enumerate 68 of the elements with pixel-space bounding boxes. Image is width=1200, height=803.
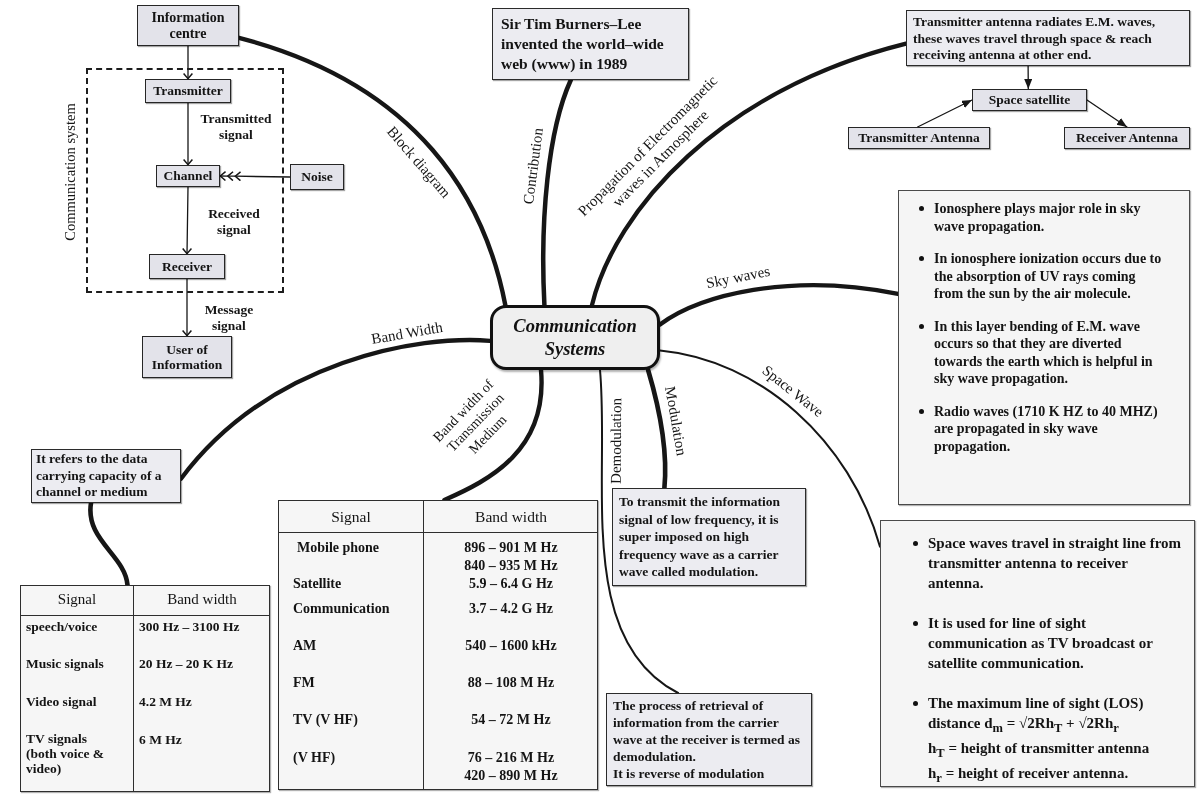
- bandwidth-value: 4.2 M Hz: [139, 693, 193, 710]
- data-table: [20, 585, 270, 792]
- bandwidth-value: 54 – 72 M Hz: [470, 711, 552, 728]
- process-box: Channel: [156, 165, 220, 187]
- column-header: Band width: [474, 508, 548, 525]
- column-header: Signal: [56, 591, 98, 608]
- bandwidth-value: 88 – 108 M Hz: [466, 674, 556, 691]
- process-box: Transmitter Antenna: [848, 127, 990, 149]
- bullet-text: In this layer bending of E.M. wave occurs so that they are diverted towards the earth which is helpful in sky wave propagation.: [934, 317, 1154, 388]
- bandwidth-value: 420 – 890 M Hz: [463, 767, 559, 784]
- bandwidth-value: 540 – 1600 kHz: [464, 637, 558, 654]
- bandwidth-value: 840 – 935 M Hz: [463, 557, 559, 574]
- arrow: [181, 186, 193, 255]
- bandwidth-value: 20 Hz – 20 K Hz: [139, 655, 235, 672]
- arrow: [916, 99, 973, 128]
- process-box: Information centre: [137, 5, 239, 46]
- box-text: The process of retrieval of information from the carrier wave at the receiver is termed as demodulation.: [613, 697, 801, 765]
- bandwidth-value: 896 – 901 M Hz: [463, 539, 559, 556]
- process-box: Noise: [290, 164, 344, 190]
- arrow: [182, 102, 194, 166]
- arrow: [181, 278, 193, 337]
- branch-curve: [659, 349, 881, 548]
- arrow: [182, 45, 194, 80]
- signal-name: FM: [293, 674, 316, 691]
- bandwidth-value: 6 M Hz: [139, 731, 183, 748]
- bullet-panel: [898, 190, 1190, 505]
- arrow: [1086, 99, 1128, 128]
- bandwidth-value: 3.7 – 4.2 G Hz: [468, 600, 554, 617]
- arrow: [219, 171, 291, 181]
- signal-name: Music signals: [26, 655, 105, 672]
- central-topic-box: Communication Systems: [490, 305, 660, 370]
- note-box: Transmitter antenna radiates E.M. waves, these waves travel through space & reach receiving antenna at other end.: [906, 10, 1190, 66]
- column-header: Signal: [330, 508, 372, 525]
- bandwidth-value: 5.9 – 6.4 G Hz: [468, 575, 554, 592]
- data-table: [278, 500, 598, 790]
- signal-name: TV signals (both voice & video): [26, 731, 105, 776]
- note-box: To transmit the information signal of low frequency, it is super imposed on high frequency wave as a carrier wave called modulation.: [612, 488, 806, 586]
- group-label: Communication system: [63, 103, 79, 241]
- process-box: User of Information: [142, 336, 232, 378]
- note-box: It refers to the data carrying capacity of a channel or medium: [31, 449, 181, 503]
- bullet-text: The maximum line of sight (LOS) distance d$_{m}$ = √2Rh$_{T}$ + √2Rh$_{r}$: [928, 694, 1145, 737]
- definition-text: h$_{r}$ = height of receiver antenna.: [928, 764, 1130, 787]
- bullet-text: Radio waves (1710 K HZ to 40 MHZ) are propagated in sky wave propagation.: [934, 402, 1159, 455]
- bullet-text: Space waves travel in straight line from transmitter antenna to receiver antenna.: [928, 534, 1183, 593]
- note-box: Sir Tim Burners–Lee invented the world–wide web (www) in 1989: [492, 8, 689, 80]
- process-box: Receiver: [149, 254, 225, 279]
- definition-text: h$_{T}$ = height of transmitter antenna: [928, 739, 1151, 762]
- bullet-text: In ionosphere ionization occurs due to the absorption of UV rays coming from the sun by the air molecule.: [934, 250, 1163, 303]
- bullet-panel: [880, 520, 1195, 787]
- process-box: Space satellite: [972, 89, 1087, 111]
- process-box: Transmitter: [145, 79, 231, 103]
- signal-name: Video signal: [26, 693, 98, 710]
- arrow: [1024, 65, 1033, 90]
- bandwidth-value: 300 Hz – 3100 Hz: [139, 618, 241, 635]
- note-box: [606, 693, 812, 786]
- bullet-text: It is used for line of sight communication as TV broadcast or satellite communication.: [928, 614, 1154, 673]
- column-header: Band width: [166, 591, 238, 608]
- signal-name: TV (V HF): [293, 711, 359, 728]
- signal-name: speech/voice: [26, 618, 99, 635]
- signal-name: Satellite Communication: [293, 575, 391, 618]
- branch-curve: [599, 369, 680, 694]
- signal-name: Mobile phone: [297, 539, 381, 556]
- process-box: Receiver Antenna: [1064, 127, 1190, 149]
- signal-name: AM: [293, 637, 318, 654]
- bandwidth-value: 76 – 216 M Hz: [466, 749, 556, 766]
- box-text: It is reverse of modulation: [613, 765, 766, 782]
- bullet-text: Ionosphere plays major role in sky wave propagation.: [934, 200, 1142, 235]
- signal-name: (V HF): [293, 749, 337, 766]
